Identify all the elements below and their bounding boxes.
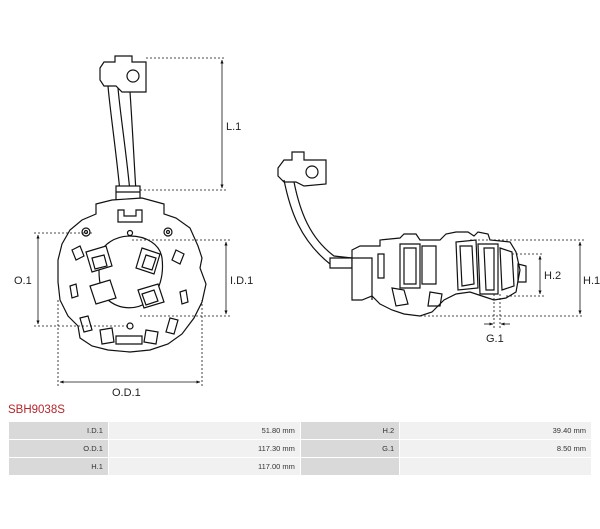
dim-label-id1: I.D.1 — [230, 275, 253, 287]
dim-label-o1: O.1 — [14, 275, 32, 287]
terminal-lug-side — [277, 151, 327, 187]
dim-o1 — [34, 232, 128, 327]
table-row: H.1 117.00 mm — [8, 457, 592, 476]
part-code: SBH9038S — [8, 404, 65, 416]
lead-wire-side — [283, 179, 353, 269]
dim-label-od1: O.D.1 — [112, 387, 141, 399]
dim-h1 — [420, 239, 584, 317]
side-view — [277, 151, 527, 317]
spec-value: 117.30 mm — [107, 439, 301, 458]
spec-label: H.1 — [8, 457, 109, 476]
table-row: O.D.1 117.30 mm G.1 8.50 mm — [8, 439, 592, 458]
spec-value: 8.50 mm — [399, 439, 592, 458]
spec-label: G.1 — [299, 439, 401, 458]
dim-h2 — [506, 253, 544, 297]
spec-value: 117.00 mm — [107, 457, 301, 476]
front-view — [57, 55, 207, 353]
dim-label-g1: G.1 — [486, 333, 504, 345]
dim-label-l1: L.1 — [226, 121, 241, 133]
spec-label: O.D.1 — [8, 439, 109, 458]
technical-drawing: L.1 O.1 I.D.1 O.D.1 — [14, 55, 600, 399]
spec-value — [399, 457, 592, 476]
dim-label-h2: H.2 — [544, 270, 561, 282]
spec-label: I.D.1 — [8, 421, 109, 440]
spec-label: H.2 — [299, 421, 401, 440]
brush-plate — [57, 197, 207, 353]
dim-g1 — [484, 294, 510, 328]
dim-l1 — [140, 57, 226, 191]
dim-label-h1: H.1 — [583, 275, 600, 287]
dim-od1 — [57, 300, 203, 388]
dim-id1 — [132, 239, 230, 317]
spec-label — [299, 457, 401, 476]
specs-table: I.D.1 51.80 mm H.2 39.40 mm O.D.1 117.30… — [8, 421, 592, 476]
spec-value: 39.40 mm — [399, 421, 592, 440]
table-row: I.D.1 51.80 mm H.2 39.40 mm — [8, 421, 592, 440]
lead-wire-front — [107, 85, 141, 201]
plate-side — [351, 231, 527, 317]
spec-value: 51.80 mm — [107, 421, 301, 440]
terminal-lug-front — [99, 55, 147, 93]
